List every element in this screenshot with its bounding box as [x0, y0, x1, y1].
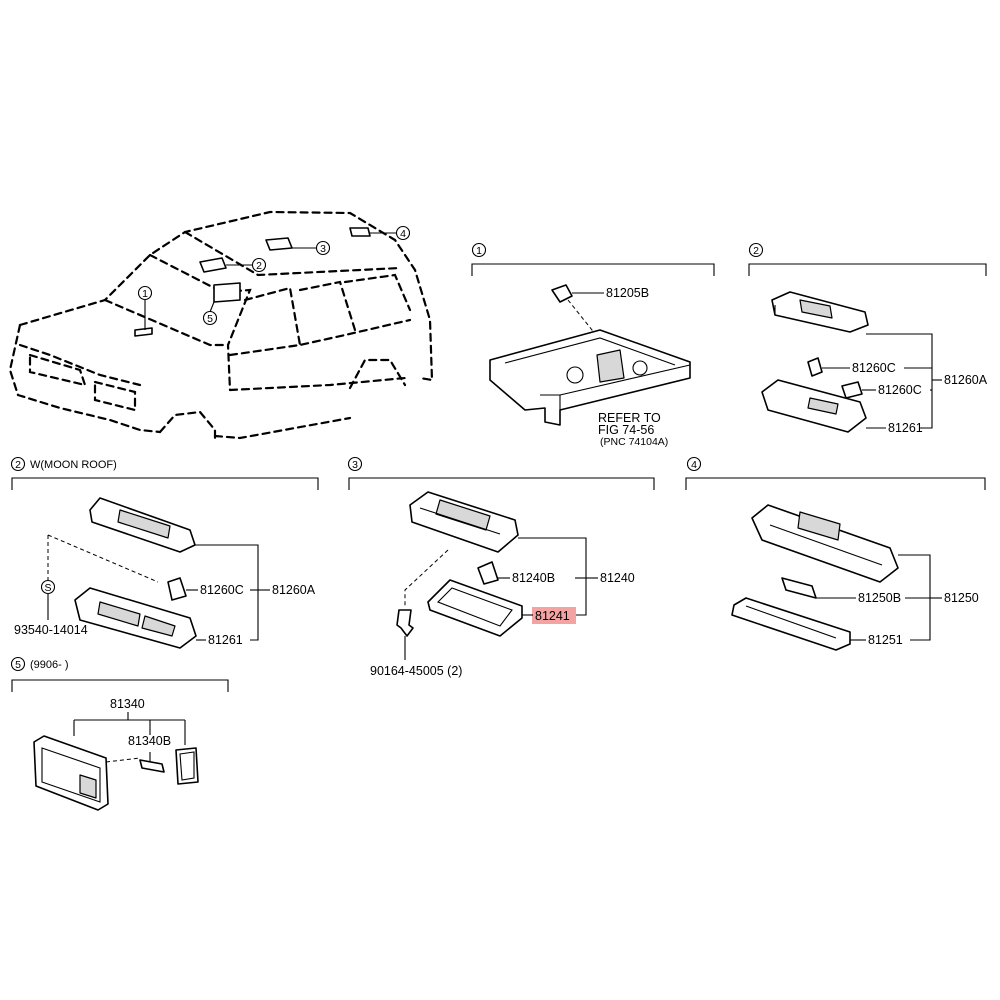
bulb-81340B[interactable] — [139, 759, 165, 773]
label-s2-81260C-a[interactable]: 81260C — [852, 361, 896, 375]
callout-marker-5[interactable] — [202, 310, 218, 326]
screw-marker-S[interactable] — [40, 579, 56, 595]
label-w-S: S — [44, 582, 51, 594]
bulb-w-81260C[interactable] — [167, 577, 187, 601]
lens-81241[interactable] — [427, 579, 523, 637]
callout-marker-4[interactable] — [395, 225, 411, 241]
vanity-lens[interactable] — [175, 747, 199, 785]
label-s3-90164[interactable]: 90164-45005 (2) — [370, 664, 462, 678]
label-s4-81251[interactable]: 81251 — [868, 633, 903, 647]
vanity-lamp-housing[interactable] — [33, 735, 141, 811]
callout-marker-5-text: 5 — [207, 313, 213, 325]
section-5: 5 (9906- ) 81340 81340B — [10, 656, 229, 811]
callout-marker-3[interactable] — [315, 240, 331, 256]
section-1-marker-text: 1 — [476, 245, 482, 257]
section-4-marker-text: 4 — [691, 459, 697, 471]
callout-marker-4-text: 4 — [400, 228, 406, 240]
label-w-93540[interactable]: 93540-14014 — [14, 623, 88, 637]
section-5-marker-text: 5 — [15, 659, 21, 671]
section-2w-caption: W(MOON ROOF) — [30, 459, 117, 471]
label-s2-81260C-b[interactable]: 81260C — [878, 383, 922, 397]
fig-ref-text[interactable]: FIG 74-56 — [598, 423, 654, 437]
label-s5-81340[interactable]: 81340 — [110, 697, 145, 711]
dome-lamp-marker-3 — [265, 237, 293, 251]
label-s3-81240[interactable]: 81240 — [600, 571, 635, 585]
bulb-81260C-b[interactable] — [841, 381, 863, 399]
label-s2-81261[interactable]: 81261 — [888, 421, 923, 435]
section-3-marker-text: 3 — [352, 459, 358, 471]
callout-marker-3-text: 3 — [320, 243, 326, 255]
map-lamp-marker-1 — [134, 327, 153, 337]
section-2-moonroof: 2 W(MOON ROOF) 81260C 81261 81260A S 935… — [10, 456, 319, 649]
section-4-marker — [686, 456, 702, 472]
highlight-81241[interactable] — [532, 607, 576, 624]
dome-lamp-marker-4 — [349, 227, 371, 237]
lens-81251[interactable] — [731, 597, 851, 651]
bulb-81250B[interactable] — [781, 577, 817, 599]
callout-marker-1-text: 1 — [142, 288, 148, 300]
bulb-81260C-a[interactable] — [807, 357, 823, 377]
section-2w-marker-text: 2 — [15, 459, 21, 471]
callout-marker-1[interactable] — [137, 285, 153, 301]
label-81205B[interactable]: 81205B — [606, 286, 649, 300]
label-w-81261[interactable]: 81261 — [208, 633, 243, 647]
section-4: 4 81250B 81251 81250 — [685, 456, 986, 651]
callout-marker-2-text: 2 — [256, 260, 262, 272]
section-1: 1 81205B REFER TO FIG 74-56 (PNC 74104A) — [471, 242, 715, 448]
map-lamp-housing[interactable] — [489, 329, 691, 426]
section-2w-marker — [10, 456, 26, 472]
label-w-81260C[interactable]: 81260C — [200, 583, 244, 597]
section-3: 3 81240B 81241 81240 90164-45005 (2) — [347, 456, 655, 678]
callout-marker-2[interactable] — [251, 257, 267, 273]
screw-90164[interactable] — [396, 609, 414, 637]
label-s3-81240B[interactable]: 81240B — [512, 571, 555, 585]
section-1-marker — [471, 242, 487, 258]
label-s3-81241[interactable]: 81241 — [535, 609, 570, 623]
section-5-caption: (9906- ) — [30, 659, 69, 671]
pnc-ref-text: (PNC 74104A) — [600, 436, 668, 448]
label-s4-81250[interactable]: 81250 — [944, 591, 979, 605]
dome-lamp-marker-2 — [199, 257, 227, 273]
lens-w-81261[interactable] — [74, 587, 197, 649]
dome-lamp-housing-s4[interactable] — [751, 504, 899, 583]
section-2-marker — [748, 242, 764, 258]
section-2: 2 81260C 81260C 81261 81260A — [748, 242, 988, 435]
label-s4-81250B[interactable]: 81250B — [858, 591, 901, 605]
section-3-marker — [347, 456, 363, 472]
dome-lamp-base-moonroof[interactable] — [89, 497, 196, 553]
dome-lamp-housing-s3[interactable] — [409, 491, 519, 553]
vehicle-outline — [8, 210, 434, 440]
bulb-81205B[interactable] — [551, 284, 573, 303]
lens-81261[interactable] — [761, 379, 867, 433]
section-2-marker-text: 2 — [753, 245, 759, 257]
section-5-marker — [10, 656, 26, 672]
visor-lamp-marker-5 — [213, 282, 241, 303]
bulb-81240B[interactable] — [477, 561, 499, 585]
label-s5-81340B[interactable]: 81340B — [128, 734, 171, 748]
label-s2-81260A[interactable]: 81260A — [944, 373, 988, 387]
dome-lamp-base-s2[interactable] — [771, 291, 869, 333]
refer-to-text: REFER TO — [598, 411, 661, 425]
label-w-81260A[interactable]: 81260A — [272, 583, 316, 597]
